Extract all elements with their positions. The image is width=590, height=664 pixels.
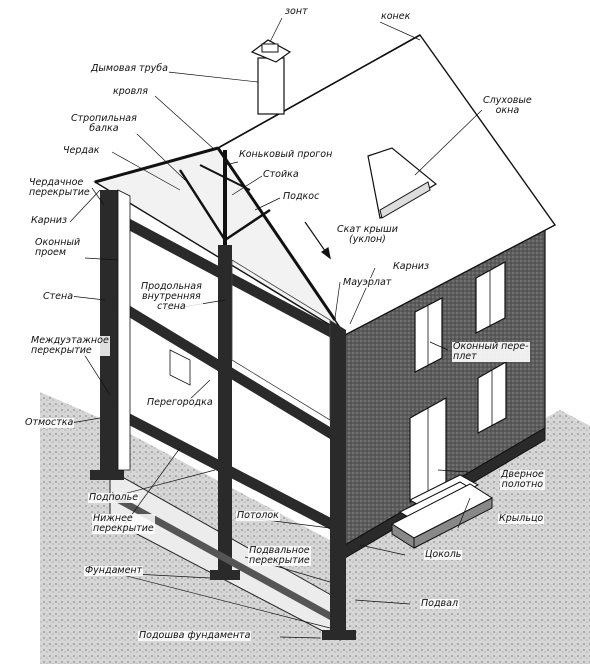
left-footing [90, 470, 124, 480]
window-sashes [427, 270, 493, 492]
label-potolok: Потолок [236, 510, 280, 521]
ground-floor-room [231, 259, 331, 421]
label-okonny-pereplet: Оконный пере- плет [452, 341, 530, 362]
label-krovlya: кровля [112, 86, 149, 97]
label-cherdachnoe-perekrytie: Чердачное перекрытие [28, 177, 91, 198]
label-podoshva-fundamenta: Подошва фундамента [138, 630, 252, 641]
window-upper-right [475, 260, 506, 334]
label-peregorodka: Перегородка [146, 397, 214, 408]
label-podval: Подвал [420, 598, 460, 609]
label-tsokol: Цоколь [424, 549, 463, 560]
inner-footing [210, 570, 240, 580]
brace [199, 164, 251, 191]
label-otmostka: Отмостка [24, 417, 75, 428]
label-karniz-left: Карниз [30, 215, 69, 226]
right-footing [322, 630, 356, 640]
dormer-window [379, 181, 431, 219]
label-slukhovye-okna: Слуховые окна [482, 95, 533, 116]
label-konek: конек [380, 11, 412, 22]
facade-windows [409, 260, 507, 504]
label-dymovaya-truba: Дымовая труба [90, 63, 169, 74]
window-upper-left [414, 297, 443, 373]
label-konkovy-progon: Коньковый прогон [238, 149, 334, 160]
label-mezhduetazhnoe: Междуэтажное перекрытие [30, 335, 110, 356]
right-wall-section [330, 320, 346, 640]
partition [169, 349, 191, 386]
label-stoyka: Стойка [262, 169, 300, 180]
inner-wall [218, 245, 232, 570]
label-fundament: Фундамент [84, 565, 144, 576]
label-mauerlat: Мауэрлат [342, 277, 393, 288]
label-kryltso: Крыльцо [498, 513, 545, 524]
label-okonny-proem: Оконный проем [34, 237, 82, 258]
label-podkos: Подкос [282, 191, 321, 202]
ground-surface [40, 392, 590, 664]
basement-floor [112, 492, 330, 620]
label-dvernoe-polotno: Дверное полотно [500, 469, 545, 490]
dormer [367, 147, 438, 219]
strut-left [178, 169, 227, 241]
leader-lines [64, 17, 483, 639]
label-podvalnoe-perekrytie: Подвальное перекрытие [248, 545, 311, 566]
label-prodolnaya-stena: Продольная внутренняя стена [140, 281, 203, 312]
chimney [257, 57, 285, 115]
label-karniz-right: Карниз [392, 261, 431, 272]
chimney-top [261, 43, 279, 53]
label-podpolye: Подполье [88, 492, 140, 503]
interfloor-slab [104, 290, 335, 442]
label-nizhnee-perekrytie: Нижнее перекрытие [92, 513, 155, 534]
rafter-right [216, 147, 337, 321]
label-cherdak: Чердак [62, 145, 101, 156]
left-wall-face [117, 189, 131, 471]
label-stena: Стена [42, 291, 75, 302]
label-skat-kryshi: Скат крыши (уклон) [336, 224, 399, 245]
left-wall-section [100, 190, 118, 470]
attic-floor [104, 205, 335, 340]
slope-arrow [304, 221, 331, 260]
roof-ridge [217, 34, 421, 149]
lower-floor [104, 400, 335, 532]
label-stropilnaya-balka: Стропильная балка [70, 113, 138, 134]
rafter-left [94, 146, 219, 184]
strut-right [224, 208, 271, 242]
porch [390, 474, 494, 549]
label-zont: зонт [284, 6, 309, 17]
